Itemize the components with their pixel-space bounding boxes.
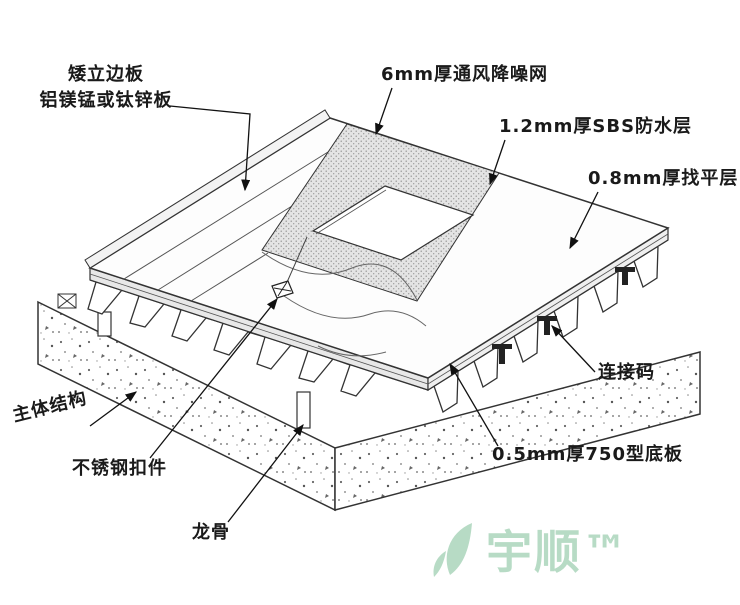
- label-panel: 矮立边板 铝镁锰或钛锌板: [36, 62, 176, 114]
- keel-block-left: [97, 311, 112, 337]
- label-sbs: 1.2mm厚SBS防水层: [499, 116, 693, 137]
- leader-mesh: [375, 87, 393, 136]
- watermark-leaf-icon: [433, 523, 472, 577]
- keel-end-block: [57, 293, 77, 309]
- connector-clip-1: [492, 344, 512, 364]
- panel-piece-edge-line: [283, 236, 308, 290]
- label-base-plate: 0.5mm厚750型底板: [492, 444, 683, 465]
- leader-leveling: [569, 191, 599, 250]
- leader-connector: [551, 325, 596, 373]
- leader-sbs: [489, 139, 506, 186]
- label-fastener: 不锈钢扣件: [72, 458, 167, 479]
- panel-edge-flange: [84, 109, 331, 269]
- keel-block-front: [296, 391, 311, 429]
- watermark: 宇顺™: [420, 516, 630, 582]
- label-leveling: 0.8mm厚找平层: [588, 168, 739, 189]
- slab-front-right-face: [334, 351, 701, 511]
- label-keel: 龙骨: [192, 522, 230, 543]
- label-connector: 连接码: [598, 362, 655, 383]
- panel-piece-seam: [315, 189, 387, 235]
- leader-keel: [227, 423, 304, 523]
- leader-base-plate: [449, 362, 499, 447]
- label-panel-line2: 铝镁锰或钛锌板: [39, 90, 173, 112]
- fastener-marker: [271, 280, 294, 299]
- layer-divider-line-left: [89, 273, 429, 385]
- leader-panel: [169, 105, 251, 192]
- connector-clip-3: [615, 267, 635, 285]
- label-mesh: 6mm厚通风降噪网: [381, 64, 549, 85]
- watermark-text: 宇顺™: [486, 525, 630, 579]
- leader-structure: [89, 391, 138, 427]
- leader-fastener: [149, 297, 278, 459]
- standing-seam-panel-piece: [311, 185, 475, 261]
- layer-divider-line-right: [427, 233, 669, 385]
- connector-clip-2: [537, 316, 557, 335]
- panel-seam-lines: [123, 151, 329, 302]
- membrane-fold-lines: [261, 251, 427, 357]
- label-panel-line1: 矮立边板: [68, 64, 144, 85]
